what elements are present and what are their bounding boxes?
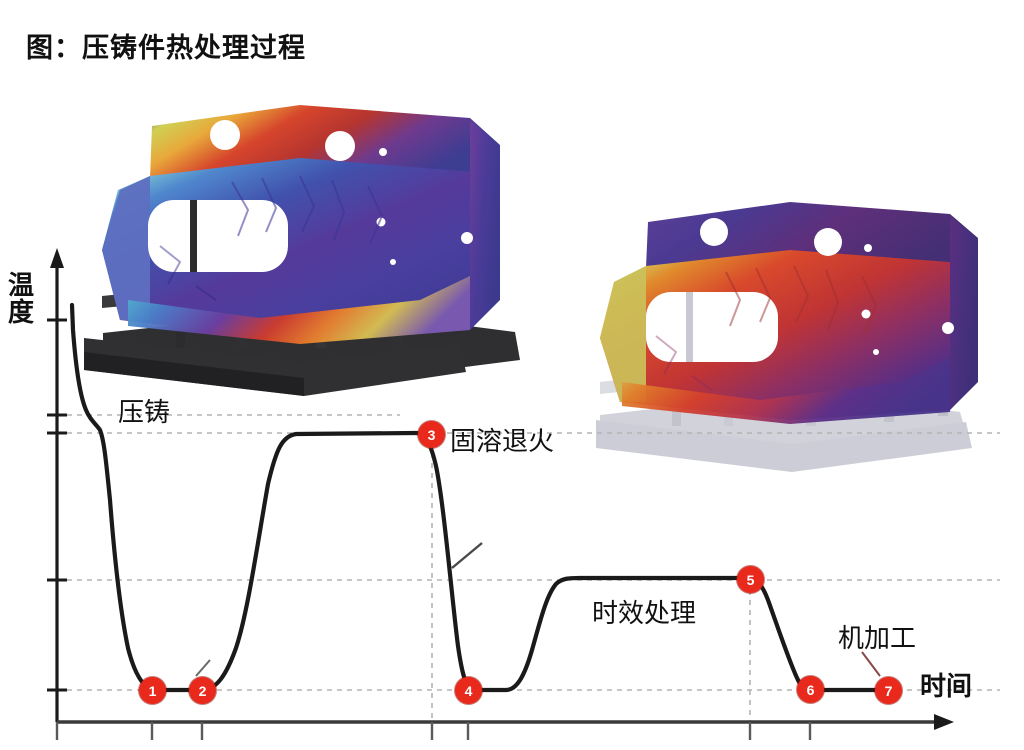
stage-label-solution-annealing: 固溶退火 <box>450 427 555 456</box>
y-axis-label: 温度 <box>4 270 38 328</box>
casting-part-left <box>102 105 500 344</box>
casting-left <box>84 105 520 396</box>
x-axis-arrow-icon <box>934 714 954 730</box>
y-axis-label-char-1: 温 <box>7 270 34 300</box>
y-axis-ticks <box>47 318 67 692</box>
x-axis-label: 时间 <box>920 671 973 701</box>
process-marker-4[interactable]: 4 <box>455 677 482 704</box>
process-marker-1[interactable]: 1 <box>139 677 166 704</box>
y-axis <box>47 248 67 722</box>
casting-right <box>596 202 978 472</box>
process-marker-3[interactable]: 3 <box>418 421 445 448</box>
process-marker-7[interactable]: 7 <box>875 677 902 704</box>
page-title: 图：压铸件热处理过程 <box>26 33 306 63</box>
casting-part-right <box>600 202 978 424</box>
annotation-leader-line-3 <box>861 651 881 677</box>
process-marker-2[interactable]: 2 <box>189 677 216 704</box>
process-marker-5[interactable]: 5 <box>737 566 764 593</box>
annotation-leader-line <box>451 542 483 569</box>
y-axis-label-char-2: 度 <box>7 297 34 328</box>
x-axis-ticks <box>55 722 812 740</box>
horizontal-gridlines <box>57 414 1000 691</box>
x-axis <box>55 714 954 740</box>
process-marker-6[interactable]: 6 <box>797 676 824 703</box>
y-axis-arrow-icon <box>50 248 64 268</box>
stage-label-aging-treatment: 时效处理 <box>592 599 697 628</box>
temperature-curve <box>69 302 891 693</box>
stage-label-machining: 机加工 <box>838 624 917 653</box>
vertical-droplines <box>431 433 751 722</box>
stage-label-die-casting: 压铸 <box>118 398 171 427</box>
annotation-leader-line-2 <box>195 659 211 677</box>
